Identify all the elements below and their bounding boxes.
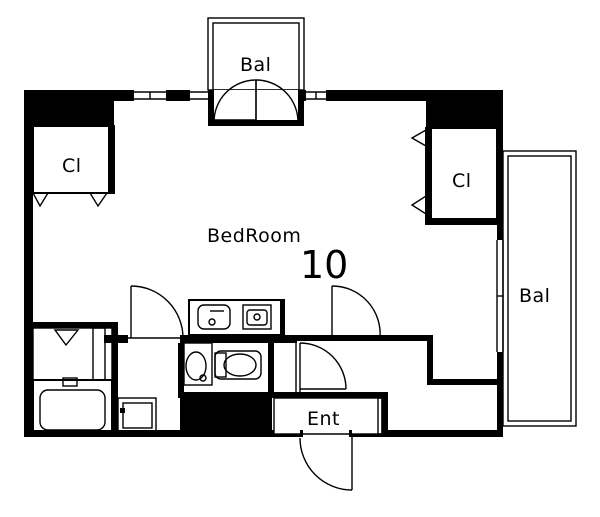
balcony-door[interactable] <box>208 79 304 126</box>
window-right <box>496 240 504 352</box>
window-top-left <box>134 91 166 100</box>
kitchen-sink-icon <box>197 304 231 330</box>
stove-icon <box>242 304 272 330</box>
bedroom-door[interactable] <box>331 285 381 339</box>
entrance-label: Ent <box>307 408 340 430</box>
closet-left-label: Cl <box>62 155 82 177</box>
balcony-right-label: Bal <box>519 285 550 307</box>
toilet-icon <box>214 350 262 380</box>
washbasin-icon <box>183 342 213 386</box>
interior-walls <box>24 322 503 437</box>
closet-left <box>31 125 115 208</box>
front-door[interactable] <box>299 430 353 491</box>
bedroom-label: BedRoom <box>207 225 301 247</box>
bathroom-door[interactable] <box>128 285 184 339</box>
wc-door[interactable] <box>295 342 347 392</box>
bedroom-size-label: 10 <box>300 243 348 287</box>
kitchen-counter <box>188 299 285 336</box>
closet-right-label: Cl <box>452 170 472 192</box>
balcony-top-label: Bal <box>240 54 271 76</box>
washing-machine-icon <box>117 397 157 433</box>
closet-right <box>410 127 498 225</box>
exterior-walls <box>24 90 503 437</box>
bathtub-icon <box>32 327 113 435</box>
window-top-right <box>306 91 326 100</box>
